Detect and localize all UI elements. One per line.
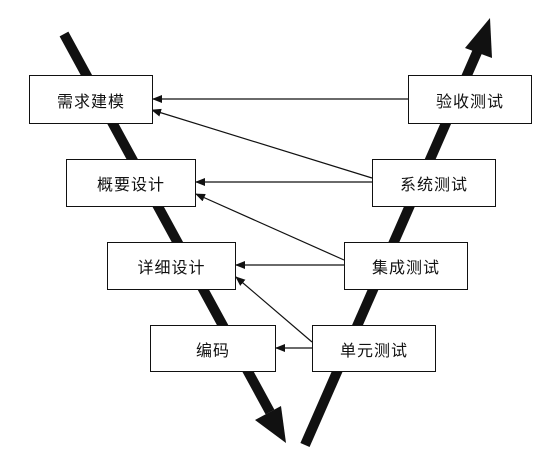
- detailed-design-label: 详细设计: [137, 258, 206, 277]
- coding-box: 编码: [150, 325, 276, 372]
- left-arrowhead: [255, 406, 286, 443]
- requirements-modeling-box: 需求建模: [29, 75, 153, 124]
- unit-test-label: 单元测试: [339, 340, 408, 360]
- unit-test-box: 单元测试: [312, 325, 436, 372]
- requirements-modeling-label: 需求建模: [56, 91, 125, 111]
- integration-test-box: 集成测试: [344, 242, 468, 290]
- acceptance-test-box: 验收测试: [408, 75, 532, 124]
- overview-design-box: 概要设计: [66, 159, 196, 207]
- acceptance-test-label: 验收测试: [435, 91, 504, 111]
- integration-test-label: 集成测试: [371, 258, 440, 277]
- system-test-label: 系统测试: [399, 175, 468, 194]
- detailed-design-box: 详细设计: [107, 242, 236, 290]
- right-arrowhead: [465, 18, 492, 58]
- system-test-box: 系统测试: [372, 159, 496, 207]
- arrow-system-to-requirements: [151, 108, 373, 179]
- arrow-unit-to-detailed: [235, 276, 313, 343]
- overview-design-label: 概要设计: [96, 175, 165, 194]
- arrow-integration-to-overview: [195, 193, 345, 261]
- coding-label: 编码: [195, 340, 230, 360]
